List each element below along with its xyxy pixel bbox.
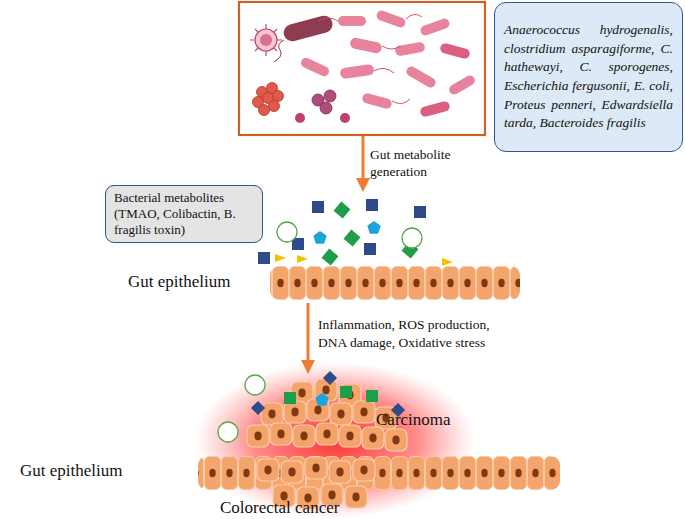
- text-label: Carcinoma: [376, 410, 486, 430]
- flow-arrow: [356, 136, 370, 192]
- text-label: Gut epithelium: [20, 461, 155, 481]
- node-text: Anaerococcus hydrogenalis, clostridium a…: [504, 21, 673, 133]
- tumour-cells: [247, 379, 407, 509]
- metabolite-box: Bacterial metabolites (TMAO, Colibactin,…: [105, 185, 263, 243]
- text-label: Gut metabolite generation: [370, 146, 470, 180]
- inflammation-glow: [195, 362, 475, 518]
- bacteria-illustration: [250, 9, 477, 123]
- node-text: Bacterial metabolites (TMAO, Colibactin,…: [114, 190, 254, 238]
- text-label: Inflammation, ROS production, DNA damage…: [318, 316, 510, 352]
- species-box: Anaerococcus hydrogenalis, clostridium a…: [494, 2, 683, 152]
- epithelium-band: [270, 266, 520, 300]
- epithelium-band: [198, 456, 560, 490]
- text-label: Colorectal cancer: [220, 498, 420, 518]
- bacteria-frame: [239, 2, 485, 135]
- metabolite-symbols: [258, 199, 453, 266]
- text-label: Gut epithelium: [128, 272, 263, 292]
- metabolite-symbols: [218, 371, 405, 442]
